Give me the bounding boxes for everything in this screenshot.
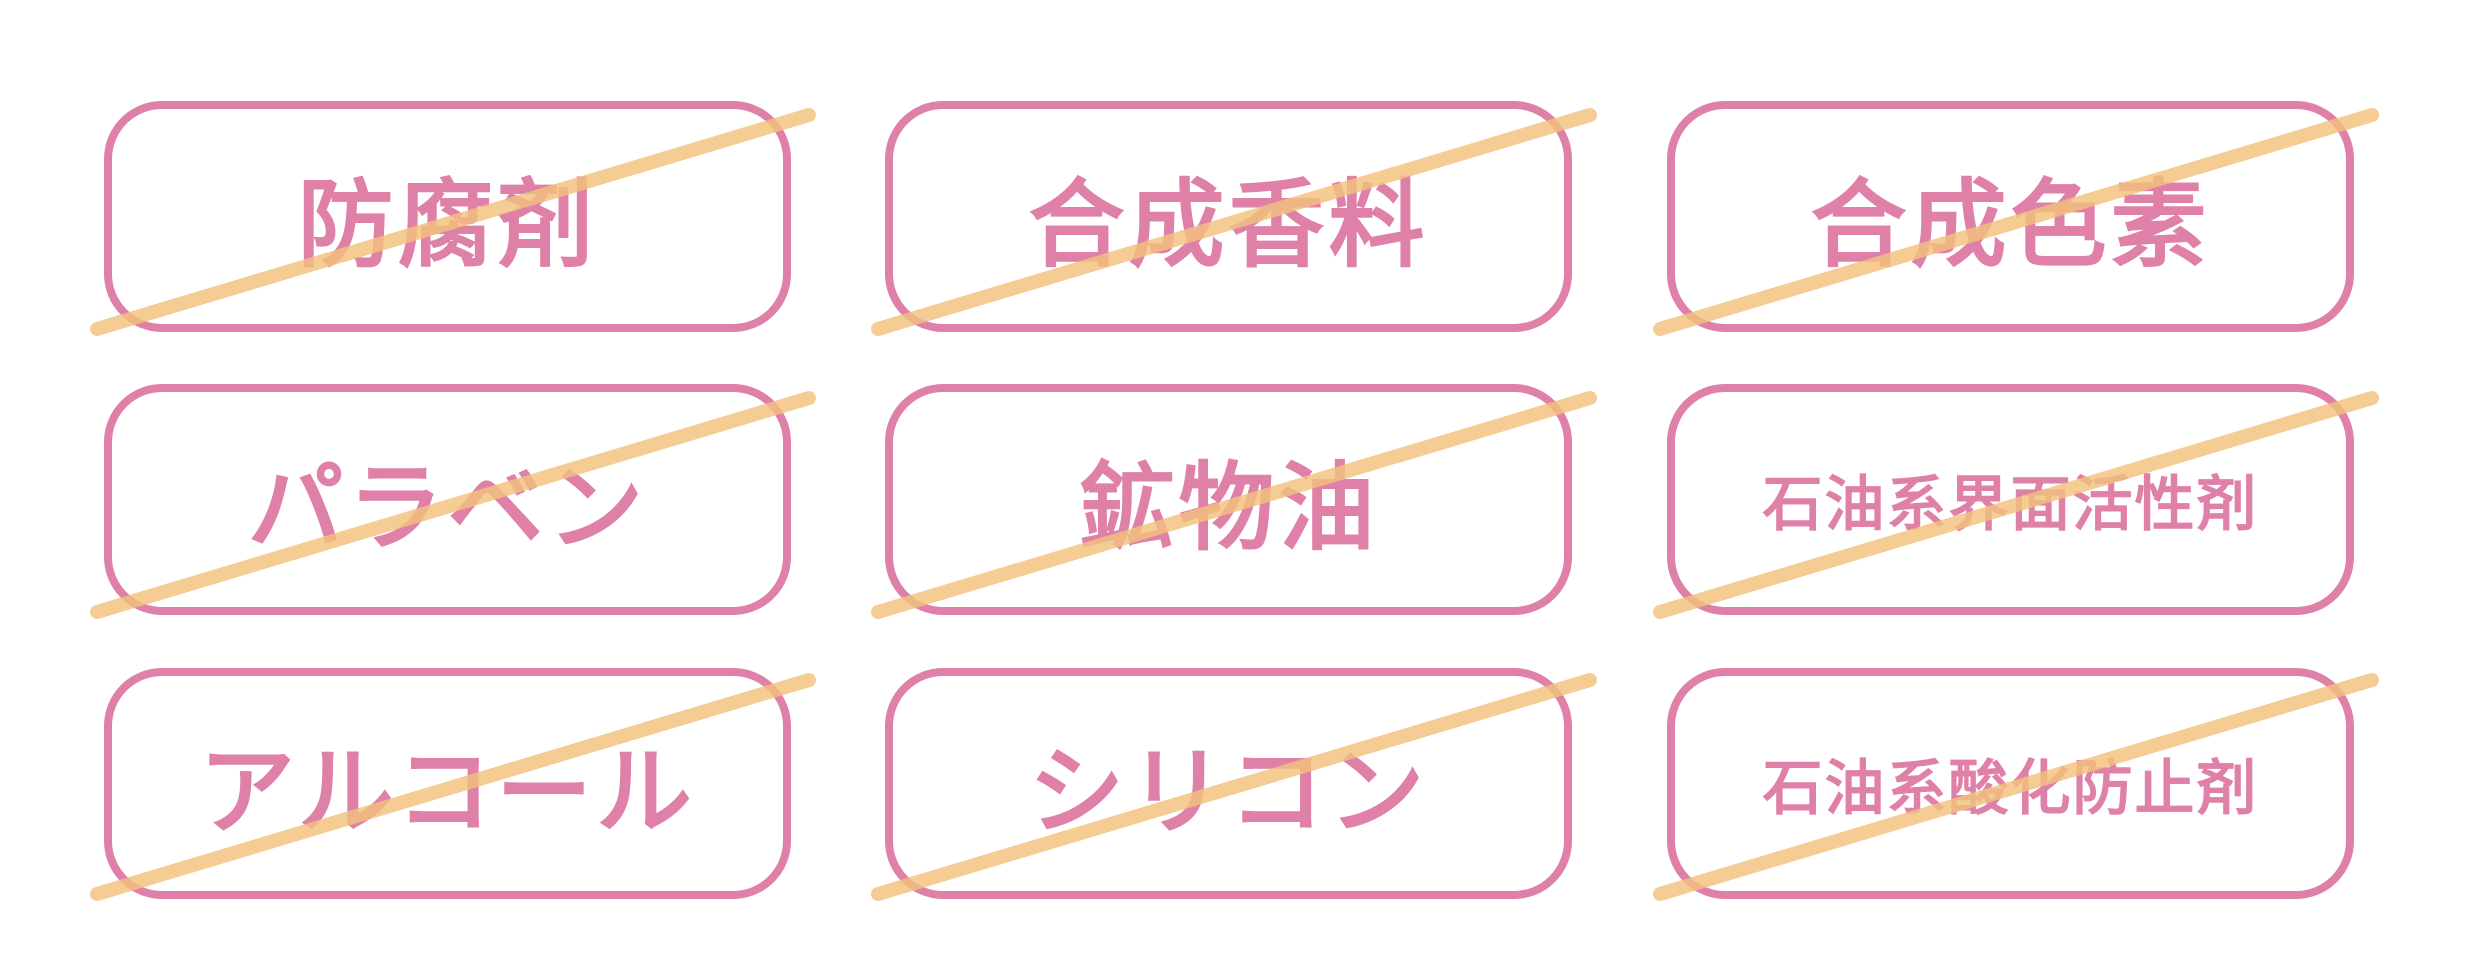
- ingredient-badge-silicone: シリコン: [885, 668, 1572, 899]
- ingredient-label: 合成色素: [1810, 168, 2211, 281]
- ingredient-label: パラベン: [247, 451, 648, 564]
- ingredient-badge-mineral-oil: 鉱物油: [885, 384, 1572, 615]
- ingredient-badge-synthetic-colorants: 合成色素: [1667, 101, 2354, 332]
- ingredient-label: 合成香料: [1028, 168, 1429, 281]
- ingredient-label: 石油系界面活性剤: [1762, 470, 2259, 540]
- ingredient-label: シリコン: [1028, 735, 1429, 848]
- ingredient-badge-synthetic-fragrance: 合成香料: [885, 101, 1572, 332]
- ingredient-label: 鉱物油: [1078, 451, 1379, 564]
- ingredient-badge-paraben: パラベン: [104, 384, 791, 615]
- ingredient-badge-petroleum-antioxidant: 石油系酸化防止剤: [1667, 668, 2354, 899]
- ingredient-label: アルコール: [198, 735, 697, 848]
- ingredient-badge-petroleum-surfactant: 石油系界面活性剤: [1667, 384, 2354, 615]
- ingredient-label: 防腐剤: [297, 168, 598, 281]
- ingredient-badge-alcohol: アルコール: [104, 668, 791, 899]
- ingredient-badge-preservatives: 防腐剤: [104, 101, 791, 332]
- ingredient-label: 石油系酸化防止剤: [1762, 754, 2259, 824]
